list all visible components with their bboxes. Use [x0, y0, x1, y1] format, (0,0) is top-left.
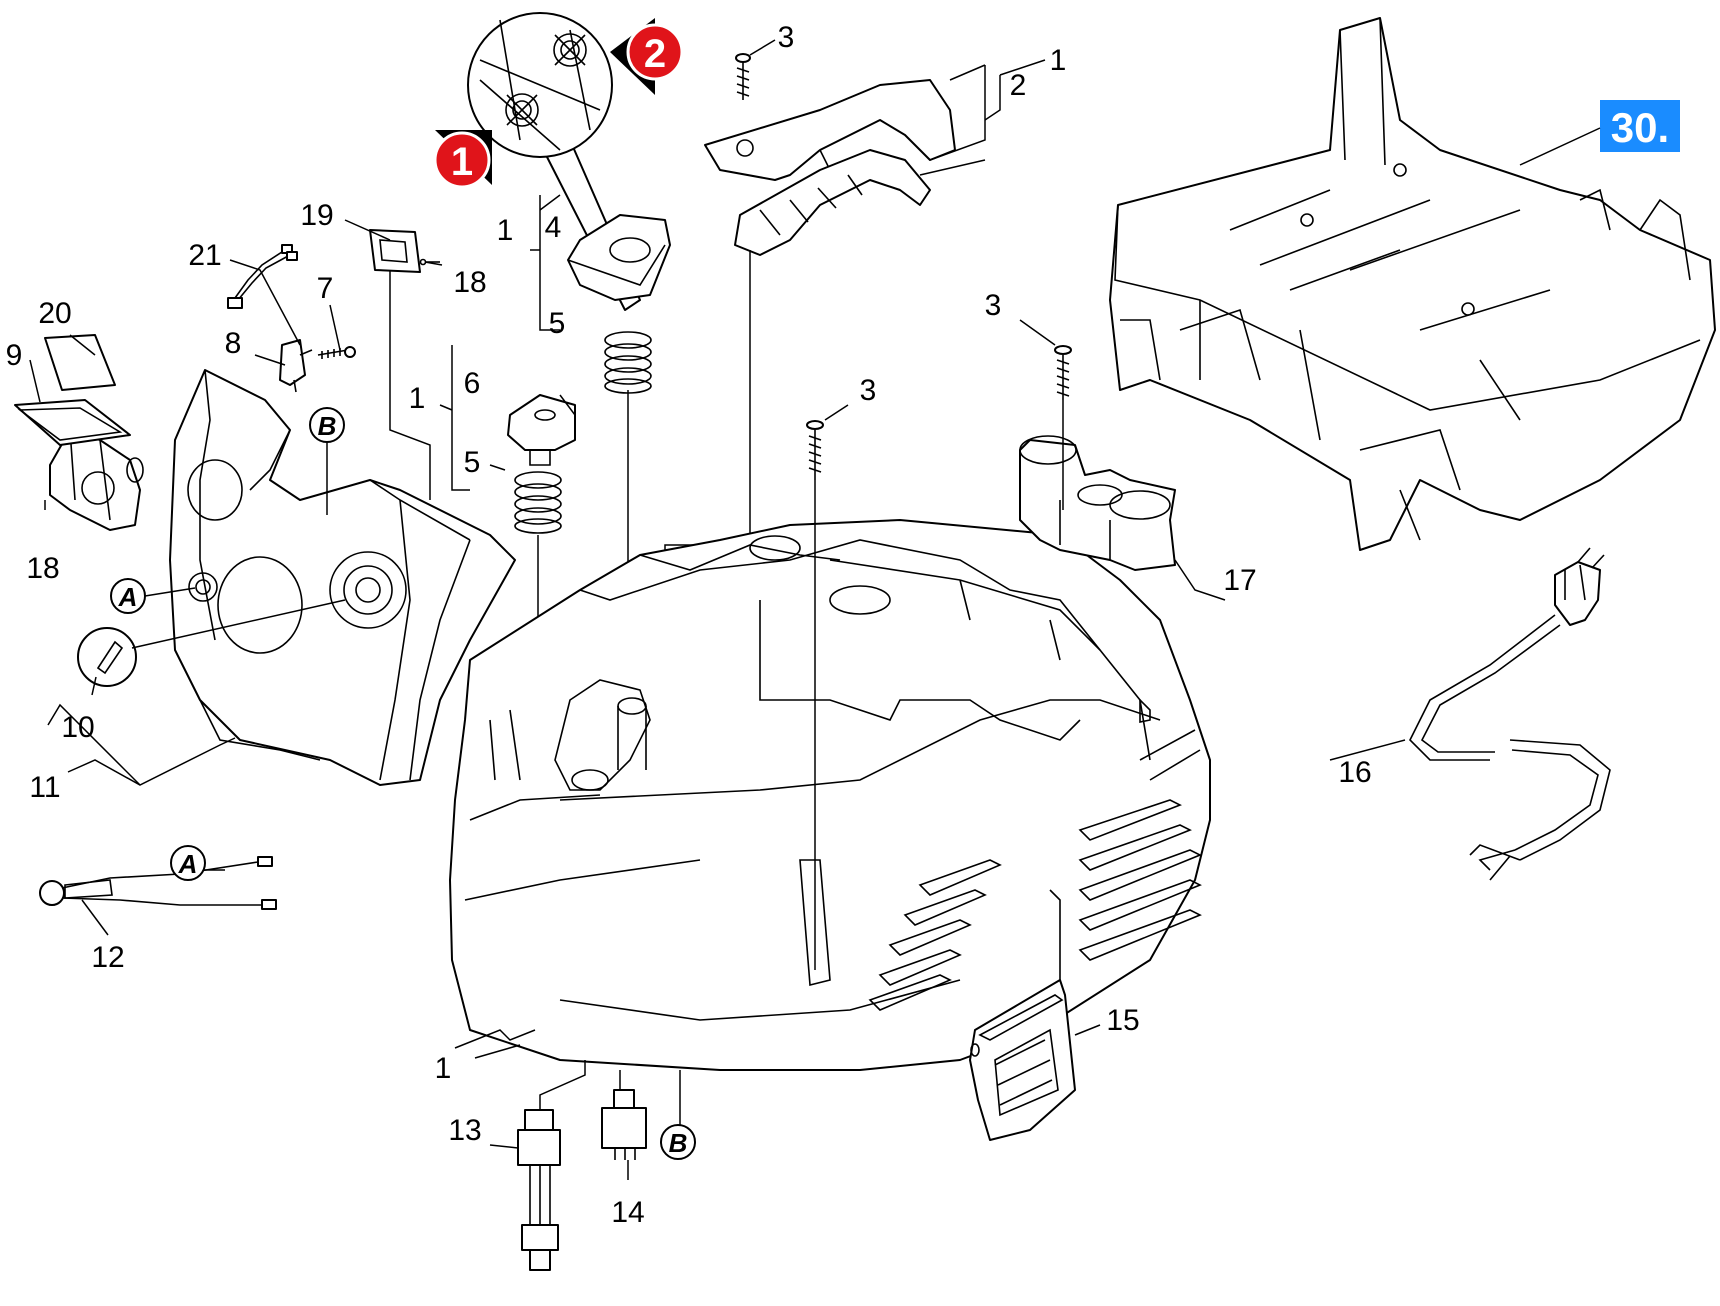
carry-frame-part	[1109, 17, 1716, 551]
connector-harness-part	[517, 1109, 561, 1271]
knob-part	[567, 214, 671, 301]
page-number-badge: 30.	[1600, 100, 1680, 152]
clip-part	[1019, 435, 1176, 571]
main-housing-part	[449, 519, 1211, 1071]
spring-lower-part	[514, 471, 562, 534]
switch-part	[279, 339, 313, 393]
svg-text:30.: 30.	[1611, 104, 1669, 151]
callout-1: 1	[497, 214, 514, 247]
svg-text:1: 1	[451, 140, 473, 184]
callout-20: 20	[38, 297, 71, 330]
socket-part	[14, 399, 144, 531]
callout-3: 3	[778, 21, 795, 54]
cable-part	[227, 244, 298, 309]
power-cord-part	[1409, 547, 1611, 881]
svg-text:2: 2	[644, 32, 666, 76]
callout-2: 2	[1010, 69, 1027, 102]
leader-lines	[29, 219, 1406, 1180]
screw-part	[1019, 319, 1072, 510]
svg-text:A: A	[178, 849, 198, 879]
selector-knob-part	[77, 599, 346, 687]
spring-upper-part	[604, 331, 652, 394]
callout-10: 10	[61, 711, 94, 744]
front-panel-part	[169, 369, 516, 786]
callout-18: 18	[26, 552, 59, 585]
valve-cap-part	[507, 394, 576, 466]
callout-5: 5	[464, 446, 481, 479]
callout-13: 13	[448, 1114, 481, 1147]
marker-1-badge: 1	[433, 130, 492, 189]
callout-3: 3	[860, 374, 877, 407]
callout-6: 6	[464, 367, 481, 400]
callout-15: 15	[1106, 1004, 1139, 1037]
callout-19: 19	[300, 199, 333, 232]
connector-a-circle: A	[110, 578, 146, 614]
callout-labels: 1 2 3 3 3 19 18 21 7 20 8 9 1 4 5 1 6 5 …	[6, 21, 1372, 1229]
callout-9: 9	[6, 339, 23, 372]
screw-part	[806, 404, 849, 970]
callout-16: 16	[1338, 756, 1371, 789]
callout-3: 3	[985, 289, 1002, 322]
callout-1: 1	[409, 382, 426, 415]
svg-text:A: A	[118, 582, 138, 612]
callout-7: 7	[317, 272, 334, 305]
cover-part	[969, 979, 1076, 1141]
connector-part	[601, 1089, 647, 1160]
svg-text:B: B	[669, 1128, 688, 1158]
callout-18: 18	[453, 266, 486, 299]
callout-4: 4	[545, 211, 562, 244]
callout-21: 21	[188, 239, 221, 272]
earth-cable-part	[39, 856, 277, 910]
callout-14: 14	[611, 1196, 644, 1229]
callout-1: 1	[435, 1052, 452, 1085]
callout-1: 1	[1050, 44, 1067, 77]
plate-part	[369, 229, 440, 273]
handle-part	[704, 59, 1046, 256]
connector-b-circle: B	[309, 407, 345, 443]
connector-b-circle: B	[660, 1124, 696, 1160]
screw-small-part	[317, 346, 356, 359]
marker-2-badge: 2	[610, 18, 684, 95]
callout-5: 5	[549, 307, 566, 340]
connector-a-circle: A	[170, 845, 206, 881]
label-sticker-part	[44, 334, 116, 391]
callout-11: 11	[29, 771, 60, 804]
callout-12: 12	[91, 941, 124, 974]
screw-part	[735, 39, 776, 100]
svg-text:B: B	[318, 411, 337, 441]
callout-17: 17	[1223, 564, 1256, 597]
callout-8: 8	[225, 327, 242, 360]
